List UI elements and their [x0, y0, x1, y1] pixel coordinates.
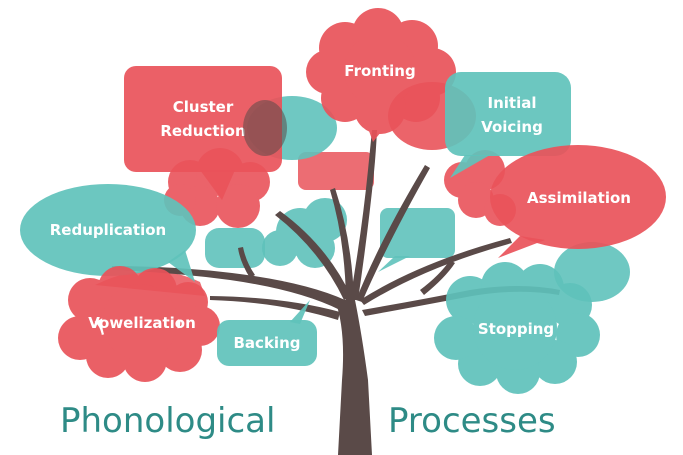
bubble-label-backing: Backing [234, 334, 301, 352]
tree-branch [356, 165, 430, 302]
tree-branch [210, 296, 340, 320]
tree-branch [360, 238, 512, 305]
bubble-initial-voicing: Initial Voicing [445, 72, 571, 178]
bubble-stopping: Stopping [434, 262, 600, 394]
bubble-label-voicing: Voicing [481, 118, 543, 136]
decorative-bubble [298, 152, 374, 190]
bubble-backing: Backing [217, 300, 317, 366]
tree-branch [350, 130, 377, 300]
title-word-phonological: Phonological [60, 401, 275, 441]
bubble-fronting: Fronting [306, 8, 456, 142]
tree-branch [275, 211, 352, 300]
tree-branch [330, 188, 354, 300]
bubble-assimilation: Assimilation [490, 145, 666, 258]
tree-trunk [335, 300, 372, 455]
bubble-vowelization: Vowelization [58, 266, 220, 382]
bubble-label-reduplication: Reduplication [50, 221, 166, 239]
bubble-label-stopping: Stopping [478, 320, 554, 338]
decorative-bubble [205, 228, 265, 268]
bubble-label-fronting: Fronting [344, 62, 415, 80]
overlap-shape [243, 100, 287, 156]
bubble-label-reduction: Reduction [160, 122, 245, 140]
bubble-label-cluster: Cluster [173, 98, 234, 116]
bubble-label-vowelization: Vowelization [88, 314, 196, 332]
bubble-reduplication: Reduplication [20, 184, 196, 282]
bubble-label-initial: Initial [488, 94, 537, 112]
title-word-processes: Processes [388, 401, 556, 441]
bubble-label-assimilation: Assimilation [527, 189, 631, 207]
bubble-cluster-reduction: Cluster Reduction [124, 66, 282, 200]
